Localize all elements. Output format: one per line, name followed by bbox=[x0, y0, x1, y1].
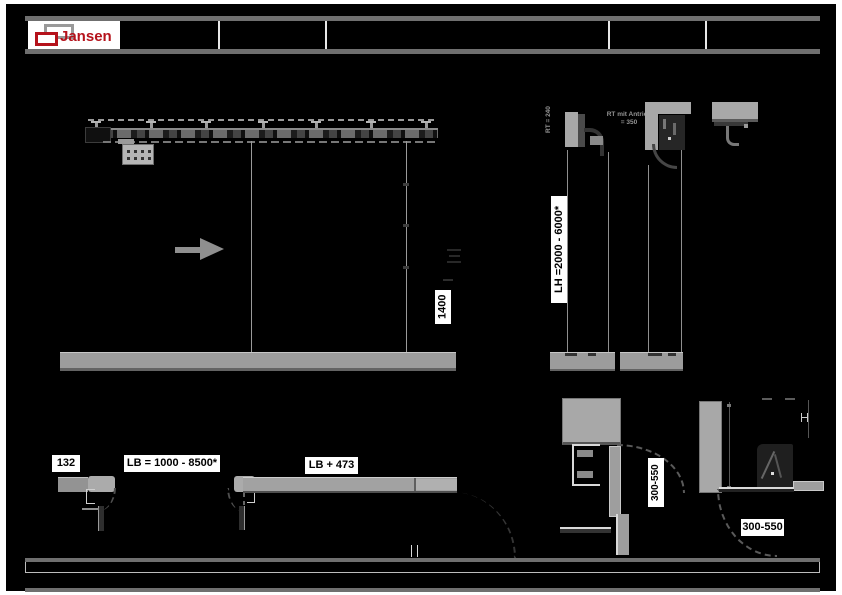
carriage-hook bbox=[726, 126, 739, 146]
centerline-mark bbox=[417, 545, 418, 557]
arrow-right-icon bbox=[175, 238, 225, 260]
floor-bar bbox=[60, 352, 456, 371]
section-line bbox=[681, 150, 682, 353]
floor-post bbox=[616, 514, 629, 555]
centerline-mark bbox=[411, 545, 412, 557]
plan-leaf-bar bbox=[98, 506, 104, 531]
section-line bbox=[648, 165, 649, 353]
wall-block bbox=[562, 398, 621, 445]
rail-body bbox=[85, 130, 438, 138]
dim-tick bbox=[727, 404, 731, 407]
carriage-dot bbox=[744, 124, 748, 128]
drive-section-slab bbox=[645, 102, 658, 150]
illegible-note-marks bbox=[447, 249, 463, 263]
wall-post bbox=[699, 401, 722, 493]
footer-strip bbox=[25, 562, 820, 573]
rail-end-cap bbox=[85, 127, 111, 143]
frame-c-profile bbox=[572, 444, 600, 486]
drawing-sheet bbox=[6, 4, 836, 591]
plan-leaf-long-bar bbox=[243, 477, 457, 493]
section-track-dark bbox=[578, 114, 585, 147]
floor-block bbox=[550, 352, 615, 371]
rail-bottom-line bbox=[103, 141, 438, 143]
height-dimension-label: 1400 bbox=[435, 290, 451, 324]
footer-top-rule bbox=[25, 558, 820, 562]
leaf-length-label: LB + 473 bbox=[305, 457, 358, 474]
leaf-edge-line bbox=[406, 141, 407, 353]
dim-marker bbox=[801, 413, 808, 422]
drive-unit-connector bbox=[118, 139, 134, 144]
titleblock-top-rule bbox=[25, 16, 820, 21]
titleblock-separator bbox=[325, 21, 327, 49]
section-line bbox=[567, 150, 568, 353]
plan-wall-line bbox=[82, 508, 99, 510]
drive-unit-terminals bbox=[127, 150, 130, 153]
ceiling-fixing-line bbox=[88, 119, 437, 121]
titleblock-separator bbox=[608, 21, 610, 49]
dim-tick bbox=[403, 266, 409, 269]
jansen-logo: Jansen bbox=[28, 21, 120, 49]
floor-block bbox=[620, 352, 683, 371]
dim-tick bbox=[403, 224, 409, 227]
leaf-edge-line bbox=[251, 141, 252, 353]
floor-line bbox=[560, 527, 611, 533]
dim-tick bbox=[403, 183, 409, 186]
logo-rect-red-icon bbox=[35, 32, 58, 46]
dim-line bbox=[808, 400, 809, 438]
drive-depth-line1: RT mit Antrieb bbox=[606, 111, 652, 118]
section-track-slab bbox=[565, 112, 578, 147]
section-line bbox=[608, 152, 609, 353]
plan-leaf-bar bbox=[239, 506, 245, 530]
dim-tick bbox=[785, 398, 795, 400]
drive-depth-label: RT mit Antrieb = 350 bbox=[598, 111, 660, 129]
dim-line bbox=[729, 402, 730, 490]
clear-width-label: LB = 1000 - 8500* bbox=[124, 455, 220, 472]
plan-leaf-hook bbox=[86, 489, 95, 504]
titleblock-separator bbox=[218, 21, 220, 49]
titleblock-bottom-rule bbox=[25, 49, 820, 54]
leaf-end-dashes bbox=[243, 493, 245, 509]
track-projection-label: 132 bbox=[52, 455, 80, 472]
footer-bottom-rule bbox=[25, 588, 820, 592]
dim-tick bbox=[762, 398, 772, 400]
plan-profile-block bbox=[58, 477, 88, 492]
drive-unit-box bbox=[122, 144, 154, 165]
roller-piece bbox=[590, 136, 603, 145]
dim-tick bbox=[443, 279, 453, 281]
section-depth-label: RT = 240 bbox=[545, 106, 552, 134]
logo-text: Jansen bbox=[60, 28, 112, 45]
carriage-block bbox=[712, 102, 758, 122]
swing-clearance-label-left: 300-550 bbox=[648, 458, 664, 507]
titleblock-separator bbox=[705, 21, 707, 49]
clear-height-label: LH =2000 - 6000* bbox=[551, 196, 568, 303]
carriage-strip bbox=[714, 122, 748, 126]
rail-top-edge bbox=[85, 128, 438, 130]
drive-depth-line2: = 350 bbox=[620, 119, 638, 126]
handle-bar bbox=[793, 481, 824, 491]
hinge-mechanism bbox=[757, 444, 793, 490]
swing-clearance-label-right: 300-550 bbox=[741, 519, 784, 536]
